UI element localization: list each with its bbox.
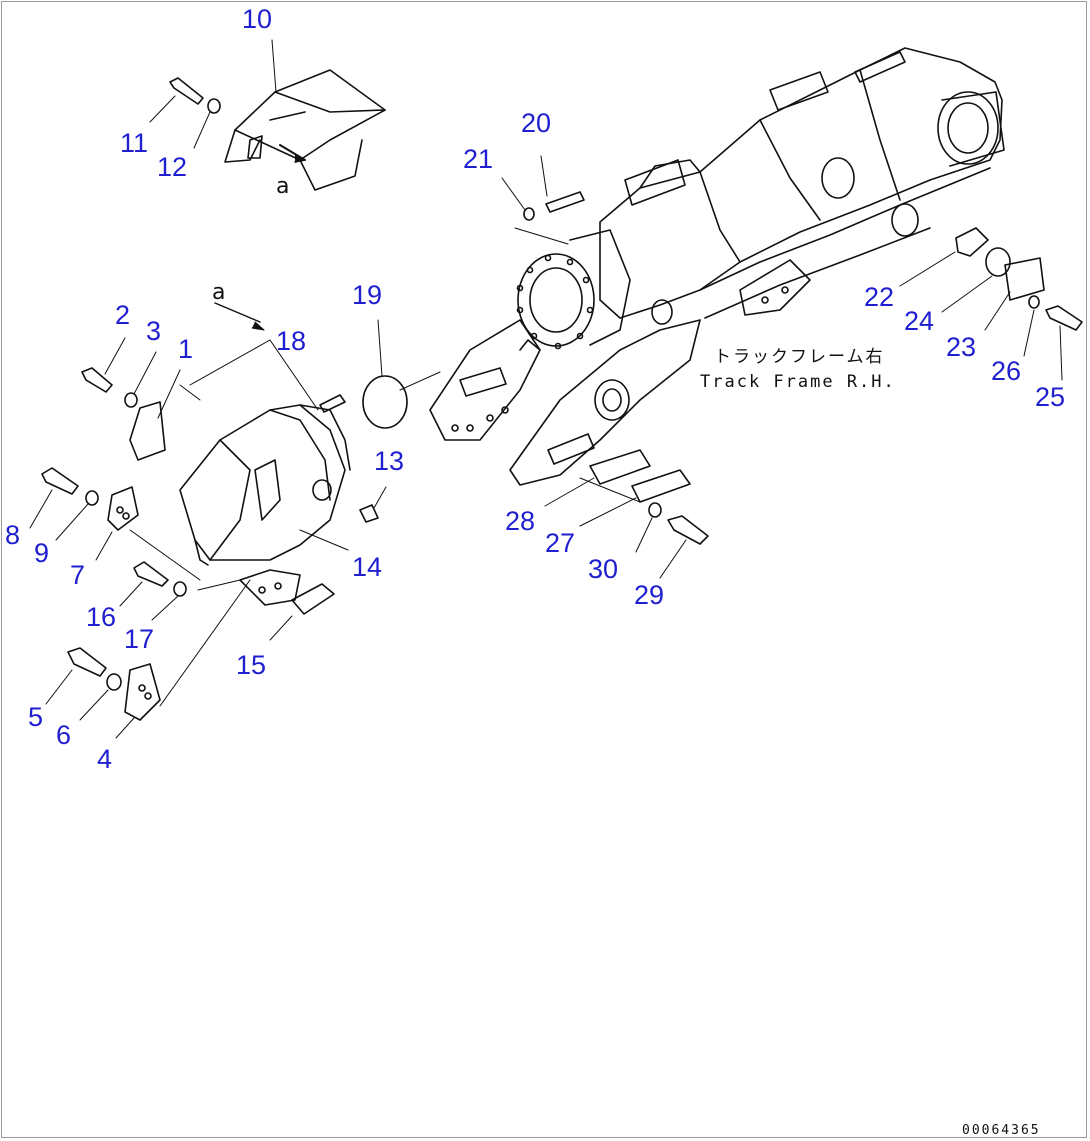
callout-16: 16 <box>86 602 117 632</box>
callout-21: 21 <box>463 144 494 174</box>
callout-13: 13 <box>374 446 405 476</box>
callout-30: 30 <box>588 554 619 584</box>
frame-label-en: Track Frame R.H. <box>700 372 896 392</box>
callout-25: 25 <box>1035 382 1066 412</box>
view-letter-a-top: a <box>276 174 290 199</box>
leader-lines <box>29 39 1063 739</box>
callout-15: 15 <box>236 650 267 680</box>
callout-20: 20 <box>521 108 552 138</box>
callout-22: 22 <box>864 282 895 312</box>
callout-7: 7 <box>70 560 86 590</box>
callout-3: 3 <box>146 316 162 346</box>
callout-17: 17 <box>124 624 155 654</box>
callout-6: 6 <box>56 720 72 750</box>
callout-10: 10 <box>242 4 273 34</box>
callout-11: 11 <box>120 128 149 158</box>
callout-23: 23 <box>946 332 977 362</box>
callout-1: 1 <box>178 334 194 364</box>
callout-19: 19 <box>352 280 383 310</box>
callout-26: 26 <box>991 356 1022 386</box>
view-letter-a-mid: a <box>212 280 226 305</box>
callout-24: 24 <box>904 306 935 336</box>
callout-2: 2 <box>115 300 131 330</box>
track-frame-body <box>429 47 1005 486</box>
callout-27: 27 <box>545 528 576 558</box>
frame-label-jp: トラックフレーム右 <box>714 347 885 367</box>
callout-8: 8 <box>5 520 21 550</box>
callout-29: 29 <box>634 580 665 610</box>
callout-4: 4 <box>97 744 113 774</box>
callout-14: 14 <box>352 552 383 582</box>
drawing-number: 00064365 <box>962 1123 1041 1138</box>
housing-part-14 <box>179 404 351 606</box>
hardware-parts <box>41 77 1083 721</box>
callout-9: 9 <box>34 538 50 568</box>
callout-18: 18 <box>276 326 307 356</box>
callout-5: 5 <box>28 702 44 732</box>
callout-12: 12 <box>157 152 188 182</box>
cover-part-10 <box>224 69 386 191</box>
callout-28: 28 <box>505 506 536 536</box>
